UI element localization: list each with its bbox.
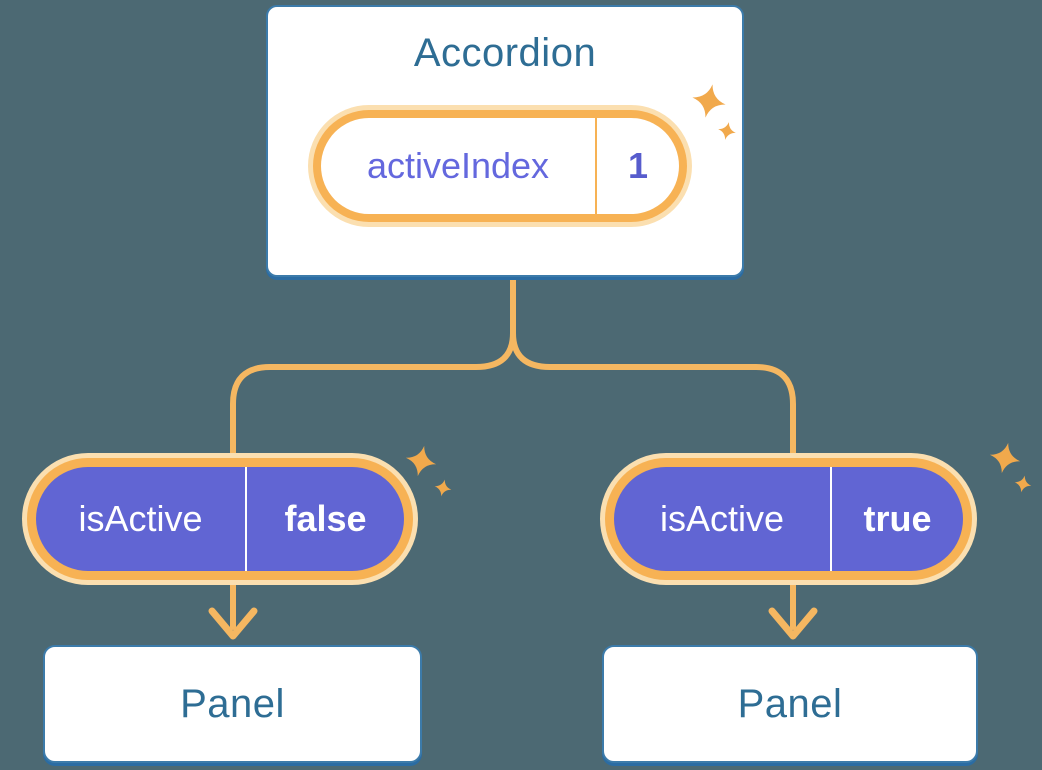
arrow-down-icon bbox=[768, 607, 818, 640]
panel-title: Panel bbox=[737, 681, 843, 726]
pill-ring: activeIndex 1 bbox=[313, 110, 687, 222]
pill-inner: activeIndex 1 bbox=[321, 118, 679, 214]
pill-inner: isActive false bbox=[36, 467, 404, 571]
pill-ring: isActive true bbox=[605, 458, 972, 580]
panel-card-left: Panel bbox=[43, 645, 422, 763]
state-pill-activeindex: activeIndex 1 bbox=[308, 105, 692, 227]
sparkle-icon bbox=[402, 442, 440, 480]
pill-ring: isActive false bbox=[27, 458, 413, 580]
sparkle-icon bbox=[986, 439, 1024, 477]
prop-pill-isactive-true: isActive true bbox=[600, 453, 977, 585]
sparkle-icon bbox=[432, 477, 454, 499]
panel-title: Panel bbox=[180, 681, 285, 726]
pill-value-label: true bbox=[863, 498, 932, 539]
pill-divider bbox=[830, 467, 832, 571]
arrow-down-icon bbox=[208, 607, 258, 640]
prop-pill-isactive-false: isActive false bbox=[22, 453, 418, 585]
pill-value-label: 1 bbox=[627, 145, 649, 186]
sparkle-icon bbox=[1012, 473, 1034, 495]
pill-divider bbox=[595, 118, 597, 214]
panel-card-right: Panel bbox=[602, 645, 978, 763]
pill-name-label: isActive bbox=[659, 498, 785, 539]
pill-name-label: isActive bbox=[78, 498, 203, 539]
accordion-title: Accordion bbox=[413, 31, 597, 75]
pill-value-label: false bbox=[284, 498, 367, 539]
pill-divider bbox=[245, 467, 247, 571]
pill-inner: isActive true bbox=[614, 467, 963, 571]
pill-name-label: activeIndex bbox=[366, 145, 550, 186]
